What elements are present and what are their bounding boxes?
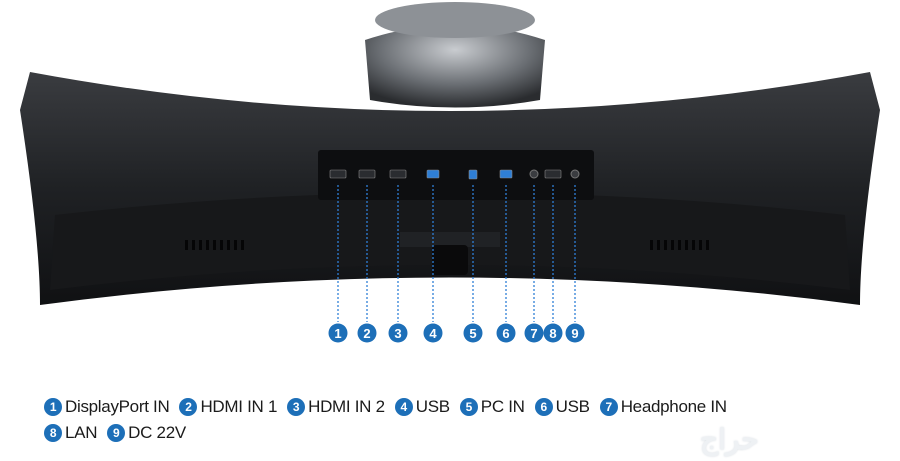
vent-slot [192, 240, 195, 250]
number-label: 6 [502, 326, 509, 341]
vent-slot [241, 240, 244, 250]
number-badge [496, 323, 516, 343]
number-badge [565, 323, 585, 343]
number-badge [524, 323, 544, 343]
number-badge: 7 [599, 398, 618, 416]
vent-slot [213, 240, 216, 250]
number-badge [423, 323, 443, 343]
number-badge: 1 [44, 398, 62, 416]
legend-label: PC IN [480, 397, 525, 416]
number-badge: 3 [287, 398, 306, 416]
number-badge: 4 [394, 398, 413, 416]
stand-top [375, 2, 535, 38]
joystick-housing [400, 232, 500, 247]
vent-slot [220, 240, 223, 250]
vent-grilles [185, 240, 709, 250]
legend-label: Headphone IN [620, 397, 727, 416]
number-label: 4 [429, 326, 437, 341]
vent-slot [678, 240, 681, 250]
vent-slot [671, 240, 674, 250]
number-badge [388, 323, 408, 343]
number-badge: 5 [459, 398, 478, 416]
number-badge [543, 323, 563, 343]
vent-slot [234, 240, 237, 250]
usb-port-icon [499, 169, 513, 179]
vent-slot [692, 240, 695, 250]
vent-slot [206, 240, 209, 250]
usb-b-port-icon [468, 169, 478, 180]
headphone-jack-icon [529, 169, 539, 179]
number-badge [463, 323, 483, 343]
vent-slot [664, 240, 667, 250]
number-label: 1 [334, 326, 341, 341]
port-panel [318, 150, 594, 200]
legend-label: DC 22V [128, 423, 186, 442]
hdmi-port-icon [389, 169, 407, 179]
vent-slot [185, 240, 188, 250]
number-label: 8 [549, 326, 556, 341]
legend-label: HDMI IN 1 [200, 397, 278, 416]
usb-port-icon [426, 169, 440, 179]
vent-slot [699, 240, 702, 250]
joystick [432, 245, 468, 275]
legend-label: HDMI IN 2 [308, 397, 385, 416]
vent-slot [199, 240, 202, 250]
displayport-port-icon [329, 169, 347, 179]
dc-power-port-icon [570, 169, 580, 179]
vent-slot [227, 240, 230, 250]
vent-slot [685, 240, 688, 250]
legend-label: USB [415, 397, 450, 416]
number-label: 9 [571, 326, 578, 341]
number-badge: 6 [534, 398, 553, 416]
number-badge: 2 [179, 398, 198, 416]
number-label: 7 [530, 326, 537, 341]
vent-slot [650, 240, 653, 250]
number-badge: 8 [44, 424, 62, 442]
lan-port-icon [544, 169, 562, 179]
legend-label: LAN [65, 423, 98, 442]
vent-slot [657, 240, 660, 250]
number-label: 5 [469, 326, 476, 341]
number-badge: 9 [107, 424, 126, 442]
legend-label: DisplayPort IN [65, 397, 170, 416]
stand-neck [365, 25, 545, 108]
watermark-logo: حراج [700, 424, 759, 455]
number-badge [357, 323, 377, 343]
legend-label: USB [555, 397, 590, 416]
vent-slot [706, 240, 709, 250]
number-label: 2 [363, 326, 370, 341]
number-label: 3 [394, 326, 401, 341]
hdmi-port-icon [358, 169, 376, 179]
number-badge [328, 323, 348, 343]
